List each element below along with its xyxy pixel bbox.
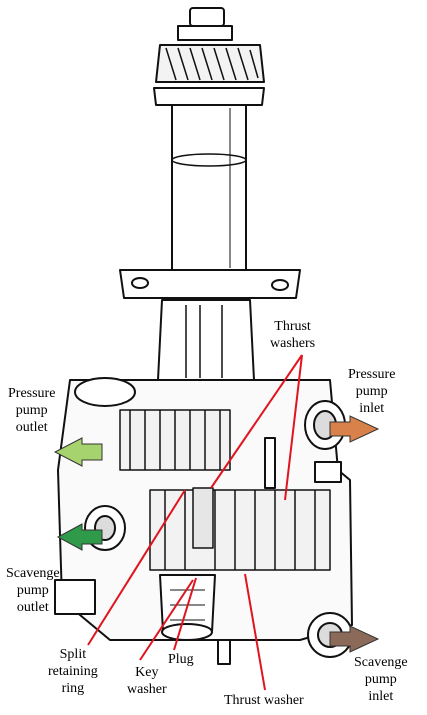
drive-gear bbox=[155, 7, 265, 83]
pressure-inlet-arrow bbox=[329, 415, 380, 443]
pressure-pump-gears bbox=[119, 409, 231, 471]
pump-body-neck bbox=[157, 299, 255, 381]
label-thrust-washer: Thrust washer bbox=[224, 693, 304, 708]
upper-shaft-housing bbox=[153, 87, 265, 271]
leader-lines bbox=[87, 354, 303, 691]
studs bbox=[54, 437, 276, 665]
label-split-retaining-ring: Split retaining ring bbox=[48, 647, 98, 696]
label-key-washer: Key washer bbox=[127, 665, 167, 697]
label-scavenge-pump-inlet: Scavenge pump inlet bbox=[354, 655, 408, 704]
scavenge-pump-gears bbox=[149, 487, 331, 571]
label-thrust-washers: Thrust washers bbox=[270, 319, 316, 351]
label-pressure-pump-outlet: Pressure pump outlet bbox=[8, 386, 56, 435]
label-plug: Plug bbox=[168, 652, 194, 667]
scavenge-inlet-arrow bbox=[329, 625, 380, 653]
label-scavenge-pump-outlet: Scavenge pump outlet bbox=[6, 566, 60, 615]
mounting-flange bbox=[119, 269, 301, 299]
scavenge-outlet-arrow bbox=[56, 523, 103, 551]
label-pressure-pump-inlet: Pressure pump inlet bbox=[348, 367, 396, 416]
pressure-outlet-arrow bbox=[53, 437, 103, 467]
